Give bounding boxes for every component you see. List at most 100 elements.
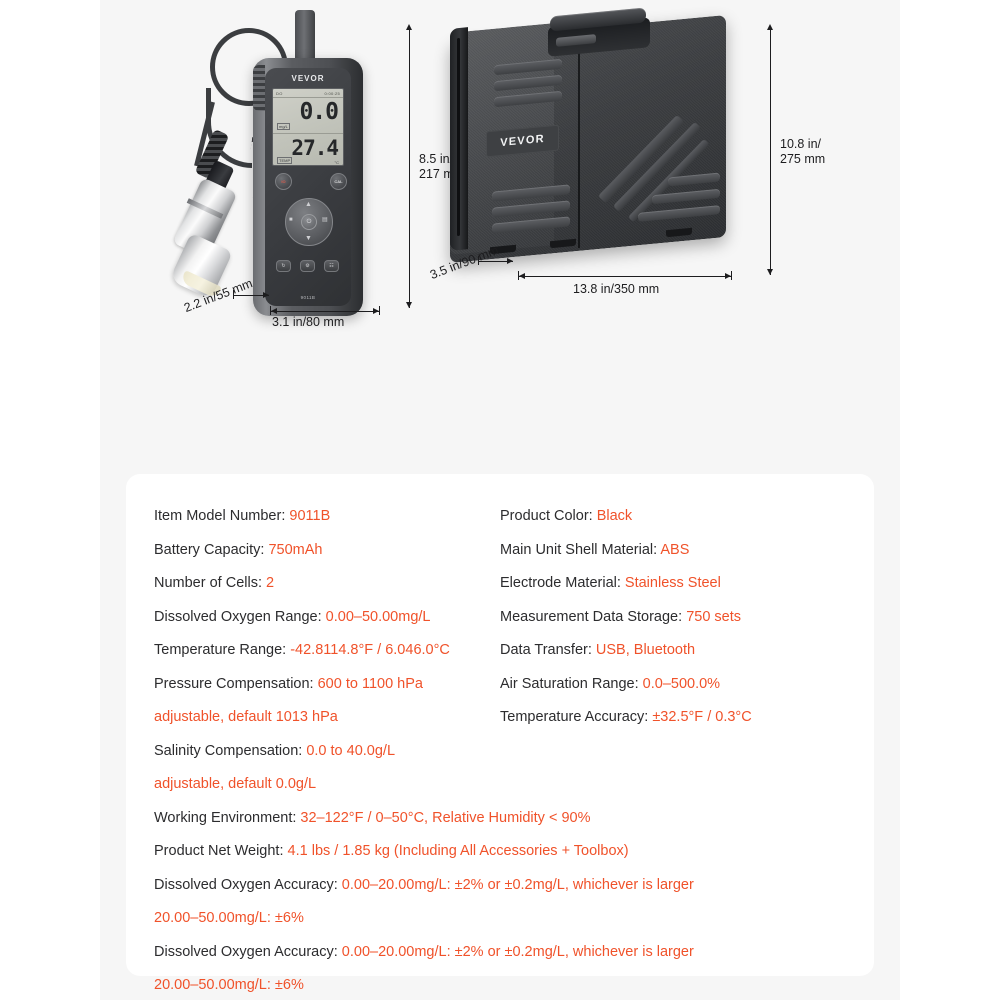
spec-label-pressure-compensation: Pressure Compensation: — [154, 675, 318, 692]
lcd-temp-unit: TEMP — [277, 157, 293, 164]
case-depth-cap-left — [478, 256, 479, 265]
spec-value-number-of-cells: 2 — [266, 575, 275, 591]
spec-row-battery-capacity: Battery Capacity: 750mAh — [154, 534, 490, 568]
spec-row-pressure-compensation-cont: adjustable, default 1013 hPa — [154, 709, 338, 725]
spec-value-pressure-compensation: 600 to 1100 hPa — [317, 675, 423, 692]
specifications-card: Item Model Number: 9011B Battery Capacit… — [126, 474, 874, 993]
spec-label-model: Item Model Number: — [154, 508, 290, 524]
spec-value-product-color: Black — [596, 508, 633, 524]
lcd-temp-value: 27.4 — [291, 136, 339, 160]
dpad-down-icon[interactable]: ▼ — [305, 235, 312, 242]
spec-label-product-color: Product Color: — [500, 508, 597, 524]
dpad-left-icon[interactable]: ■ — [289, 217, 293, 223]
case-height-label: 10.8 in/ 275 mm — [780, 137, 826, 166]
power-button[interactable]: IO — [275, 173, 292, 190]
spec-label-number-of-cells: Number of Cells: — [154, 575, 267, 591]
spec-value-do-accuracy-2: 0.00–20.00mg/L: ±2% or ±0.2mg/L, whichev… — [341, 943, 694, 960]
spec-right-column: Product Color: Black Main Unit Shell Mat… — [500, 500, 846, 802]
spec-row-do-range: Dissolved Oxygen Range: 0.00–50.00mg/L — [154, 601, 490, 635]
case-hinge-groove — [457, 37, 460, 237]
lcd-temp-degree-unit: °C — [334, 160, 340, 165]
dpad-center-power-icon[interactable]: ⏻ — [301, 214, 317, 230]
meter-width-label: 3.1 in/80 mm — [272, 315, 345, 329]
meter-side-grip — [253, 65, 265, 111]
meter-height-dimension-line — [409, 28, 410, 308]
case-depth-arrow-right — [507, 257, 513, 264]
meter-width-cap-right — [379, 306, 380, 315]
case-lid-seam — [578, 31, 580, 249]
spec-value-salinity-compensation: 0.0 to 40.0g/L — [306, 742, 396, 759]
spec-row-temperature-accuracy: Temperature Accuracy: ±32.5°F / 0.3°C — [500, 701, 846, 735]
spec-row-electrode-material: Electrode Material: Stainless Steel — [500, 567, 846, 601]
spec-row-product-color: Product Color: Black — [500, 500, 846, 534]
meter-width-arrow-right — [373, 307, 379, 314]
case-width-dimension-line — [518, 276, 731, 277]
meter-width-cap-left — [270, 306, 271, 315]
spec-value-temperature-range: -42.8114.8°F / 6.046.0°C — [290, 642, 450, 658]
spec-row-data-storage: Measurement Data Storage: 750 sets — [500, 601, 846, 635]
meter-height-arrow-top — [405, 24, 412, 30]
lcd-status-bar: DO 0:00:25 — [273, 89, 343, 98]
lcd-do-value: 0.0 — [299, 99, 339, 125]
spec-row-do-accuracy-1: Dissolved Oxygen Accuracy: 0.00–20.00mg/… — [154, 869, 846, 903]
function-button-1[interactable]: ↻ — [276, 260, 291, 272]
spec-value-data-transfer: USB, Bluetooth — [595, 642, 696, 658]
meter-width-dimension-line — [270, 311, 379, 312]
lcd-primary-reading: 0.0 mg/L — [273, 98, 343, 134]
spec-row-pressure-compensation: Pressure Compensation: 600 to 1100 hPa — [154, 668, 490, 702]
spec-label-net-weight: Product Net Weight: — [154, 843, 288, 859]
meter-model-imprint: 9011B — [300, 295, 316, 300]
spec-value-do-accuracy-1: 0.00–20.00mg/L: ±2% or ±0.2mg/L, whichev… — [341, 876, 694, 893]
spec-label-do-accuracy-1: Dissolved Oxygen Accuracy: — [154, 876, 342, 893]
spec-value-shell-material: ABS — [660, 541, 690, 558]
spec-row-shell-material: Main Unit Shell Material: ABS — [500, 534, 846, 568]
spec-label-air-saturation-range: Air Saturation Range: — [500, 675, 643, 692]
lcd-do-unit: mg/L — [277, 123, 290, 130]
spec-row-temperature-range: Temperature Range: -42.8114.8°F / 6.046.… — [154, 634, 490, 668]
lcd-secondary-reading: 27.4 TEMP °C — [273, 134, 343, 165]
meter-probe-port — [295, 10, 315, 72]
calibration-button[interactable]: CAL — [330, 173, 347, 190]
spec-label-do-range: Dissolved Oxygen Range: — [154, 608, 326, 625]
spec-row-data-transfer: Data Transfer: USB, Bluetooth — [500, 634, 846, 668]
dpad-up-icon[interactable]: ▲ — [305, 201, 312, 208]
spec-value-model: 9011B — [289, 508, 331, 524]
spec-label-data-transfer: Data Transfer: — [500, 642, 596, 658]
meter-brand-label: VEVOR — [291, 74, 325, 83]
dpad-right-icon[interactable]: ▤ — [322, 217, 328, 223]
case-width-label: 13.8 in/350 mm — [573, 282, 660, 296]
tool-case-illustration: VEVOR 10.8 in/ 275 mm 13.8 in/350 mm 3.5… — [428, 7, 890, 460]
spec-row-air-saturation-range: Air Saturation Range: 0.0–500.0% — [500, 668, 846, 702]
case-depth-dimension-line — [478, 261, 513, 262]
case-width-arrow-right — [725, 272, 731, 279]
spec-row-salinity-compensation-cont: adjustable, default 0.0g/L — [154, 776, 317, 792]
spec-row-model: Item Model Number: 9011B — [154, 500, 490, 534]
spec-value-working-environment: 32–122°F / 0–50°C, Relative Humidity < 9… — [300, 809, 591, 826]
spec-label-shell-material: Main Unit Shell Material: — [500, 541, 661, 558]
spec-value-data-storage: 750 sets — [686, 608, 742, 625]
handheld-meter-illustration: VEVOR DO 0:00:25 0.0 mg/L 27.4 TEMP °C I — [160, 10, 480, 460]
spec-row-do-accuracy-2: Dissolved Oxygen Accuracy: 0.00–20.00mg/… — [154, 936, 846, 970]
case-width-arrow-left — [519, 272, 525, 279]
product-image-area: VEVOR DO 0:00:25 0.0 mg/L 27.4 TEMP °C I — [100, 0, 900, 470]
spec-value-do-range: 0.00–50.00mg/L — [325, 608, 431, 625]
function-button-2[interactable]: ⚙ — [300, 260, 315, 272]
spec-label-temperature-range: Temperature Range: — [154, 642, 291, 658]
meter-depth-dimension-line — [233, 295, 269, 296]
function-button-3[interactable]: ☷ — [324, 260, 339, 272]
meter-lcd-screen: DO 0:00:25 0.0 mg/L 27.4 TEMP °C — [272, 88, 344, 166]
spec-row-do-accuracy-2-cont: 20.00–50.00mg/L: ±6% — [154, 977, 304, 993]
spec-left-column: Item Model Number: 9011B Battery Capacit… — [154, 500, 500, 802]
meter-depth-cap-left — [233, 290, 234, 299]
case-height-arrow-top — [766, 24, 773, 30]
case-width-cap-right — [731, 271, 732, 280]
spec-value-temperature-accuracy: ±32.5°F / 0.3°C — [652, 709, 752, 725]
spec-label-electrode-material: Electrode Material: — [500, 575, 625, 591]
spec-full-width-area: Working Environment: 32–122°F / 0–50°C, … — [154, 802, 846, 1003]
lcd-clock: 0:00:25 — [324, 91, 340, 96]
spec-label-salinity-compensation: Salinity Compensation: — [154, 742, 307, 759]
spec-row-working-environment: Working Environment: 32–122°F / 0–50°C, … — [154, 802, 846, 836]
meter-depth-arrow-right — [263, 291, 269, 298]
spec-label-data-storage: Measurement Data Storage: — [500, 608, 687, 625]
